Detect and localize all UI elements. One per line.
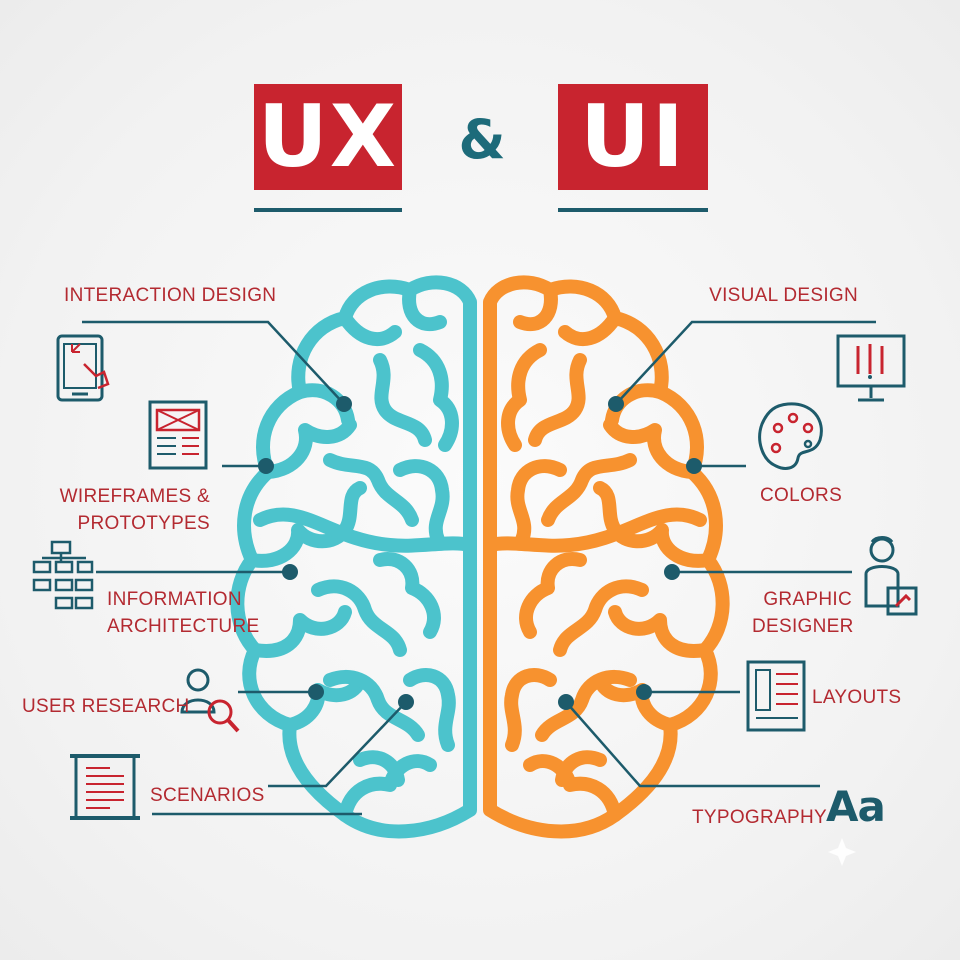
label-wireframes-prototypes: WIREFRAMES & PROTOTYPES bbox=[54, 483, 210, 537]
label-visual-design: VISUAL DESIGN bbox=[709, 285, 858, 306]
label-typography: TYPOGRAPHY bbox=[692, 807, 827, 828]
user-search-icon bbox=[180, 668, 240, 733]
ux-brain-hemisphere bbox=[230, 275, 477, 839]
ux-connectors bbox=[82, 320, 407, 816]
label-wireframes-line1: WIREFRAMES & bbox=[59, 486, 210, 507]
layout-icon bbox=[746, 660, 806, 732]
label-user-research: USER RESEARCH bbox=[22, 696, 190, 717]
scroll-document-icon bbox=[70, 754, 140, 820]
label-information-architecture: INFORMATION ARCHITECTURE bbox=[107, 586, 259, 640]
typography-icon: Aa bbox=[826, 782, 886, 831]
palette-icon bbox=[758, 402, 823, 470]
ux-title-underline bbox=[254, 208, 402, 212]
sitemap-icon bbox=[32, 540, 94, 610]
ui-brain-hemisphere bbox=[483, 275, 730, 839]
ui-connector-dots bbox=[558, 396, 702, 710]
label-layouts: LAYOUTS bbox=[812, 687, 902, 708]
label-graphic-line2: DESIGNER bbox=[752, 616, 854, 637]
label-graphic-line1: GRAPHIC bbox=[763, 589, 852, 610]
ux-connector-dots bbox=[258, 396, 414, 710]
ui-connectors bbox=[565, 320, 876, 788]
ampersand: & bbox=[458, 108, 506, 171]
label-interaction-design: INTERACTION DESIGN bbox=[64, 285, 277, 306]
ux-title-box: UX bbox=[254, 84, 402, 190]
label-wireframes-line2: PROTOTYPES bbox=[77, 513, 210, 534]
label-info-arch-line1: INFORMATION bbox=[107, 589, 242, 610]
label-colors: COLORS bbox=[760, 485, 843, 506]
designer-icon bbox=[864, 536, 918, 616]
watermark-sparkle-icon bbox=[828, 838, 856, 866]
ui-title-underline bbox=[558, 208, 708, 212]
ui-title-box: UI bbox=[558, 84, 708, 190]
monitor-brushes-icon bbox=[836, 334, 906, 402]
label-scenarios: SCENARIOS bbox=[150, 785, 265, 806]
label-graphic-designer: GRAPHIC DESIGNER bbox=[752, 586, 854, 640]
label-info-arch-line2: ARCHITECTURE bbox=[107, 616, 260, 637]
tablet-touch-icon bbox=[56, 334, 110, 402]
wireframe-icon bbox=[148, 400, 208, 470]
